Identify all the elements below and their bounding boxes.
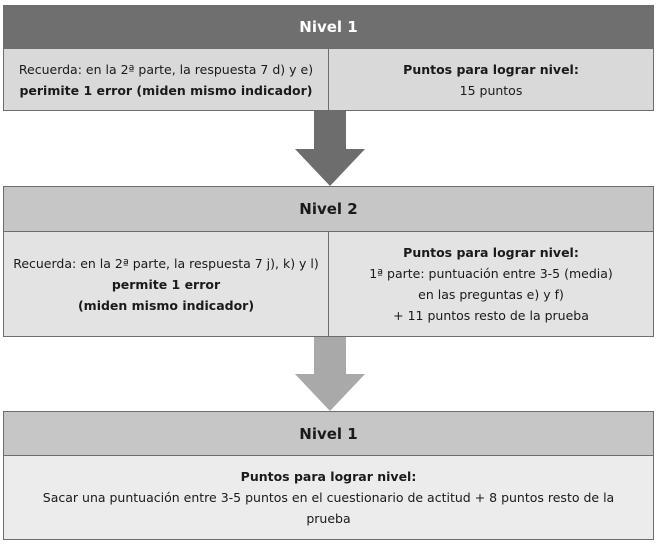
level-1-reminder-line-1: Recuerda: en la 2ª parte, la respuesta 7… <box>18 61 314 77</box>
level-2-reminder-line-1: Recuerda: en la 2ª parte, la respuesta 7… <box>13 255 319 271</box>
level-1-points-title: Puntos para lograr nivel: <box>403 61 579 77</box>
level-1-reminder: Recuerda: en la 2ª parte, la respuesta 7… <box>4 49 329 110</box>
level-2-points-line-2: en las preguntas e) y f) <box>418 287 564 302</box>
level-2-reminder: Recuerda: en la 2ª parte, la respuesta 7… <box>4 232 329 336</box>
level-3-box: Nivel 1 Puntos para lograr nivel: Sacar … <box>3 411 654 540</box>
level-2-title: Nivel 2 <box>4 187 653 232</box>
level-1-points-line-1: 15 puntos <box>459 82 523 98</box>
level-1-points: Puntos para lograr nivel: 15 puntos <box>329 49 653 110</box>
level-3-points-title: Puntos para lograr nivel: <box>240 469 417 484</box>
level-3-content: Puntos para lograr nivel: Sacar una punt… <box>4 456 653 539</box>
level-2-reminder-line-2: permite 1 error <box>111 276 221 292</box>
level-3-line-1: Sacar una puntuación entre 3-5 puntos en… <box>42 490 615 505</box>
arrow-down-icon <box>295 111 365 186</box>
level-2-reminder-line-3: (miden mismo indicador) <box>77 297 255 313</box>
level-2-content: Recuerda: en la 2ª parte, la respuesta 7… <box>4 232 653 336</box>
level-2-points-title: Puntos para lograr nivel: <box>403 245 579 260</box>
level-1-title: Nivel 1 <box>4 6 653 49</box>
arrow-down-icon <box>295 337 365 411</box>
level-2-points-line-3: + 11 puntos resto de la prueba <box>393 308 589 323</box>
level-3-title: Nivel 1 <box>4 412 653 456</box>
level-2-box: Nivel 2 Recuerda: en la 2ª parte, la res… <box>3 186 654 337</box>
level-1-box: Nivel 1 Recuerda: en la 2ª parte, la res… <box>3 5 654 111</box>
level-2-points-line-1: 1ª parte: puntuación entre 3-5 (media) <box>369 266 613 281</box>
level-1-content: Recuerda: en la 2ª parte, la respuesta 7… <box>4 49 653 110</box>
level-1-reminder-line-2: perimite 1 error (miden mismo indicador) <box>19 82 313 98</box>
level-2-points: Puntos para lograr nivel: 1ª parte: punt… <box>329 232 653 336</box>
level-3-line-2: prueba <box>306 511 351 526</box>
